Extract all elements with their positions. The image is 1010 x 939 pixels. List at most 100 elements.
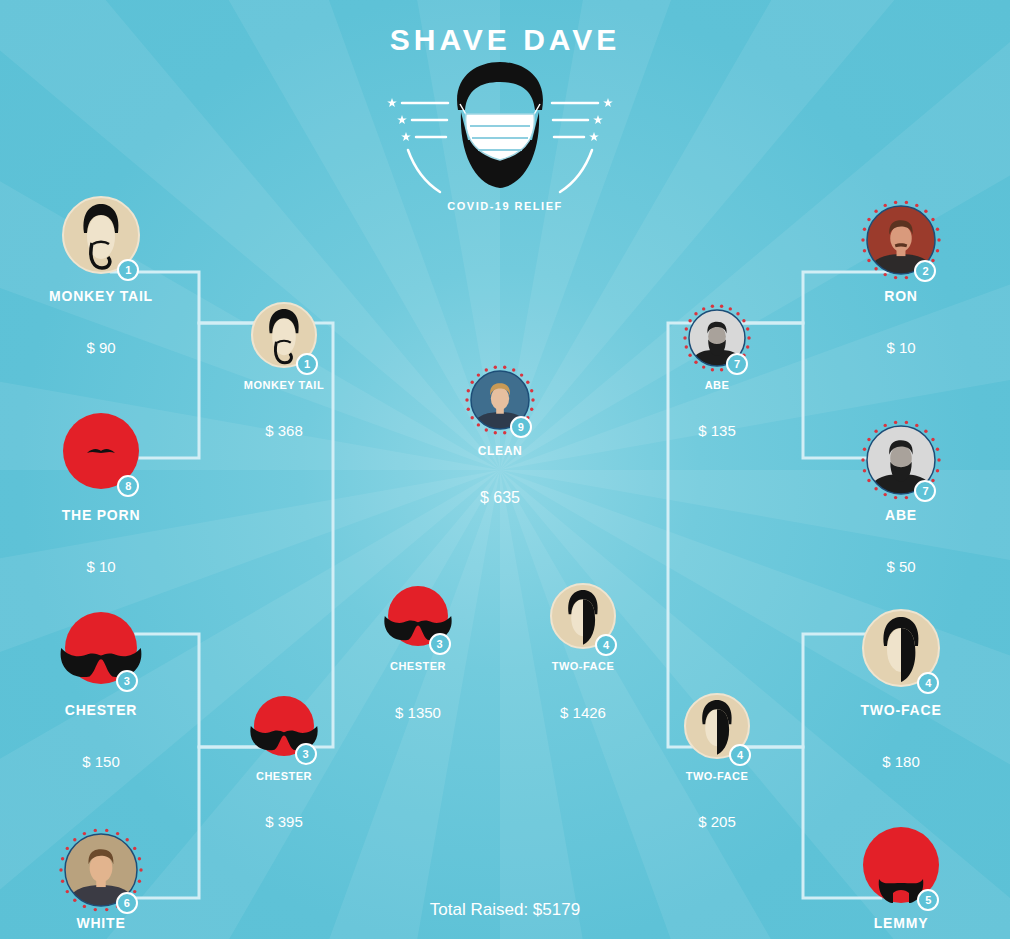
hair-silhouette [83,204,118,233]
total-raised: Total Raised: $5179 [0,899,1010,920]
seed-number: 4 [597,636,615,654]
star-dot [485,368,488,371]
star-dot [905,496,908,499]
seed-number: 1 [298,355,316,373]
amount-label: $ 1426 [538,704,628,722]
star-dot [874,430,877,433]
star-dot [894,421,897,424]
beard-shape [901,628,915,682]
bracket-entry: CLEAN$ 6359 [458,363,542,510]
star-dot [133,847,136,850]
star-dot [66,890,69,893]
star-dot [83,832,86,835]
star [593,115,603,124]
star-dot [94,829,97,832]
star-dot [884,273,887,276]
star-dot [526,381,529,384]
logo-line [416,136,446,139]
star-dot [863,469,866,472]
bracket-connector [124,747,263,898]
bracket-entry: ABE$ 507 [854,418,948,578]
star-dot [688,319,691,322]
bracket-entry: RON$ 102 [854,198,948,359]
bracket-entry: WHITE6 [52,826,150,933]
bracket-entry: LEMMY 5 [850,819,952,933]
logo-line [412,119,447,122]
entry-name: CLEAN [458,444,542,458]
star-dot [702,365,705,368]
entry-name: TWO-FACE [538,660,628,673]
star-dot [105,908,108,911]
seed-badge: 8 [117,475,139,497]
entry-name: TWO-FACE [850,702,952,719]
star-dot [861,238,864,241]
bracket-entry: MONKEY TAIL $ 90 1 [44,189,158,359]
star-dot [467,408,470,411]
star-dot [477,373,480,376]
star-dot [138,857,141,860]
star-dot [512,368,515,371]
amount-label: $ 395 [241,813,327,831]
star-dot [936,469,939,472]
bracket-entry: MONKEY TAIL$ 3681 [239,295,330,442]
bracket-connector [741,747,882,898]
star-dot [530,389,533,392]
seed-number: 1 [119,261,137,279]
mustache-shape [277,341,290,343]
amount-label: $ 50 [854,558,948,576]
star-dot [915,204,918,207]
star-dot [471,416,474,419]
star-dot [702,307,705,310]
portrait-hair [89,849,114,864]
bracket-entry: CHESTER$ 13503 [375,578,461,724]
amount-label: $ 90 [44,339,158,357]
logo-beard [461,112,539,188]
amount-label: $ 10 [854,339,948,357]
seed-badge: 5 [917,889,939,911]
logo-line [402,102,448,105]
entry-name: CHESTER [52,702,150,719]
seed-badge: 6 [116,892,138,914]
seed-badge: 1 [296,353,318,375]
star-dot [931,438,934,441]
logo-lines [402,103,598,192]
star-dot [685,345,688,348]
star [401,132,411,141]
star-dot [867,218,870,221]
star-dot [863,448,866,451]
star-dot [503,366,506,369]
seed-number: 5 [919,891,937,909]
seed-badge: 1 [117,259,139,281]
entry-name: LEMMY [850,915,952,932]
seed-badge: 3 [429,633,451,655]
mask-pleats [470,126,530,150]
beard-shape [91,243,110,268]
portrait-hair [707,322,726,334]
star-dot [61,857,64,860]
amount-label: $ 1350 [375,704,461,722]
star-dot [720,305,723,308]
star-dot [520,373,523,376]
entry-name: ABE [854,507,948,524]
portrait-mustache [895,243,908,247]
entry-name: CHESTER [241,770,327,783]
star-dot [465,398,468,401]
star-dot [694,312,697,315]
entry-name: ABE [676,379,758,392]
portrait-hair [889,440,912,454]
star-dot [94,908,97,911]
star-dot [874,487,877,490]
mustache-shape [93,242,109,244]
star-dot [894,496,897,499]
star-dot [685,327,688,330]
star [603,98,613,107]
star-dot [683,336,686,339]
seed-number: 2 [916,262,934,280]
logo-arc [408,150,440,192]
entry-name: MONKEY TAIL [44,288,158,305]
star-dot [884,424,887,427]
